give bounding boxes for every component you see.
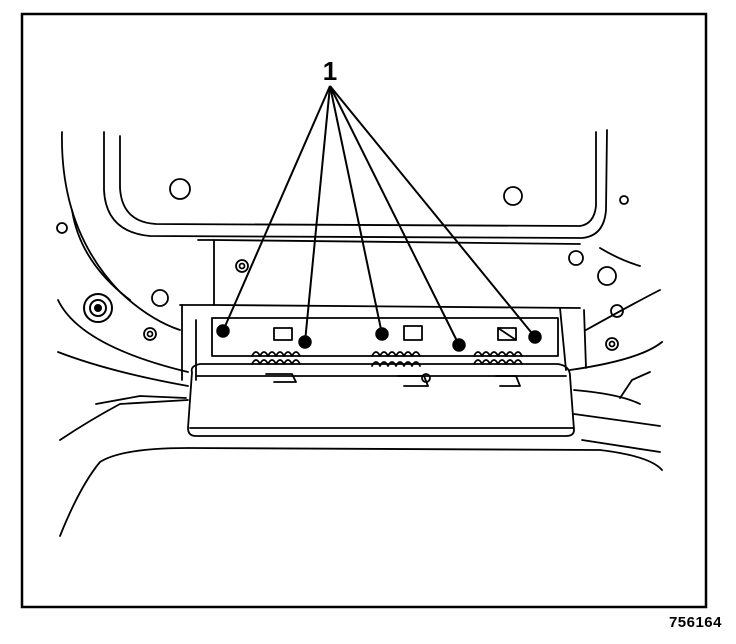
fastener-1d bbox=[452, 338, 466, 352]
callout-leaders bbox=[222, 85, 536, 346]
fasteners bbox=[216, 324, 542, 352]
callout-label: 1 bbox=[323, 56, 337, 86]
fastener-holes bbox=[56, 178, 629, 351]
fastener-1b bbox=[298, 335, 312, 349]
fastener-1a bbox=[216, 324, 230, 338]
vehicle-structure bbox=[57, 129, 663, 537]
figure-number: 756164 bbox=[668, 614, 722, 631]
fastener-1e bbox=[528, 330, 542, 344]
bolt-left bbox=[83, 293, 113, 323]
fastener-1c bbox=[375, 327, 389, 341]
figure-frame bbox=[20, 12, 708, 609]
